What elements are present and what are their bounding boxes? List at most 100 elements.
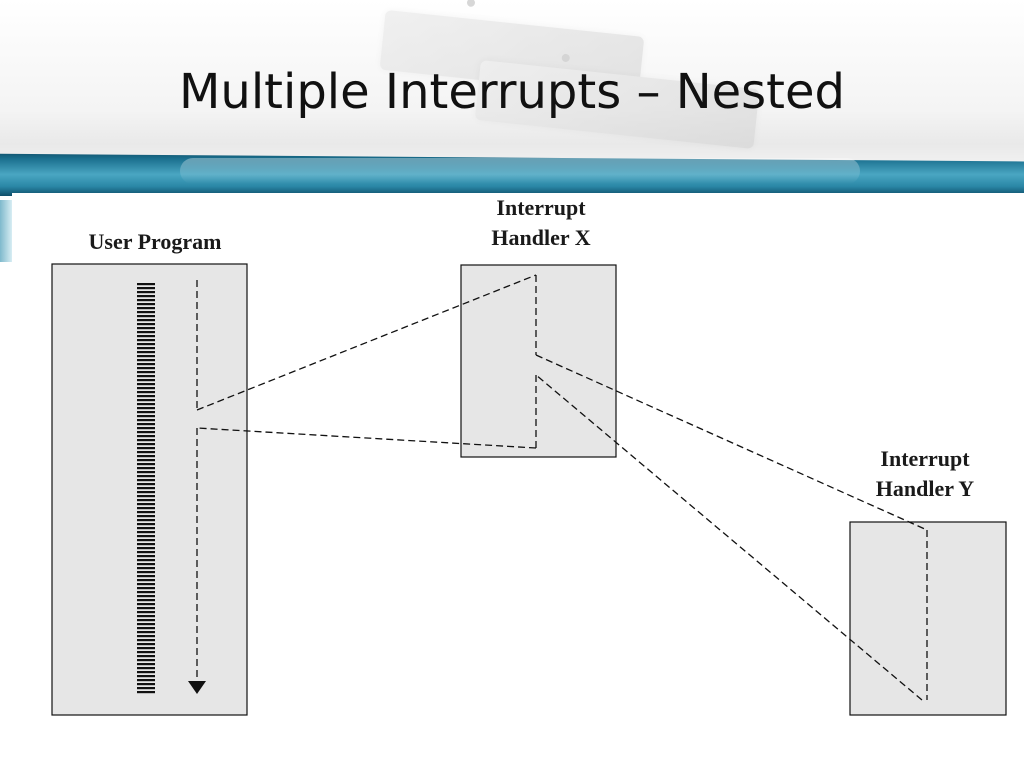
instruction-stripe bbox=[137, 515, 155, 518]
instruction-stripe bbox=[137, 635, 155, 638]
instruction-stripe bbox=[137, 551, 155, 554]
jump-to-handler-y bbox=[535, 354, 928, 531]
instruction-stripe bbox=[137, 351, 155, 354]
instruction-stripe bbox=[137, 555, 155, 558]
instruction-stripe bbox=[137, 583, 155, 586]
instruction-stripe bbox=[137, 383, 155, 386]
page-title: Multiple Interrupts – Nested bbox=[179, 64, 845, 120]
instruction-stripe bbox=[137, 403, 155, 406]
instruction-stripe bbox=[137, 547, 155, 550]
instruction-stripe bbox=[137, 487, 155, 490]
handler-y-label-line1: Interrupt bbox=[880, 446, 970, 471]
instruction-stripe bbox=[137, 687, 155, 690]
instruction-stripe bbox=[137, 439, 155, 442]
instruction-stripe bbox=[137, 503, 155, 506]
instruction-stripe bbox=[137, 447, 155, 450]
instruction-stripe bbox=[137, 423, 155, 426]
instruction-stripe bbox=[137, 499, 155, 502]
instruction-stripe bbox=[137, 491, 155, 494]
instruction-stripe bbox=[137, 623, 155, 626]
instruction-stripe bbox=[137, 523, 155, 526]
instruction-stripe bbox=[137, 631, 155, 634]
instruction-stripe bbox=[137, 663, 155, 666]
instruction-stripe bbox=[137, 371, 155, 374]
instruction-stripe bbox=[137, 407, 155, 410]
instruction-stripe bbox=[137, 539, 155, 542]
instruction-stripe bbox=[137, 343, 155, 346]
instruction-stripe bbox=[137, 295, 155, 298]
instruction-stripe bbox=[137, 683, 155, 686]
handler-x-box bbox=[460, 264, 617, 458]
instruction-stripe bbox=[137, 395, 155, 398]
instruction-stripe bbox=[137, 659, 155, 662]
left-accent bbox=[0, 200, 12, 262]
instruction-stripe bbox=[137, 563, 155, 566]
instruction-stripe bbox=[137, 459, 155, 462]
instruction-stripe bbox=[137, 543, 155, 546]
decorative-band bbox=[0, 153, 1024, 196]
instruction-stripe bbox=[137, 483, 155, 486]
instruction-stripe bbox=[137, 599, 155, 602]
control-flow-paths bbox=[196, 274, 928, 701]
instruction-stripe bbox=[137, 283, 155, 286]
instruction-stripe bbox=[137, 643, 155, 646]
instruction-stripe bbox=[137, 311, 155, 314]
instruction-stripe bbox=[137, 391, 155, 394]
instruction-stripe bbox=[137, 567, 155, 570]
instruction-stripe bbox=[137, 627, 155, 630]
instruction-stripe bbox=[137, 331, 155, 334]
instruction-stripe bbox=[137, 591, 155, 594]
instruction-stripe bbox=[137, 615, 155, 618]
instruction-stripe bbox=[137, 679, 155, 682]
handler-x-label-line1: Interrupt bbox=[496, 195, 586, 220]
handler-y-box bbox=[849, 521, 1007, 716]
user-program-label: User Program bbox=[89, 229, 222, 254]
instruction-stripe bbox=[137, 511, 155, 514]
instruction-stripe bbox=[137, 455, 155, 458]
instruction-stripe bbox=[137, 603, 155, 606]
instruction-stripe bbox=[137, 451, 155, 454]
handler-y-label-line2: Handler Y bbox=[876, 476, 975, 501]
instruction-stripe bbox=[137, 479, 155, 482]
instruction-stripe bbox=[137, 379, 155, 382]
instruction-stripe bbox=[137, 495, 155, 498]
instruction-stripe bbox=[137, 303, 155, 306]
band-highlight bbox=[180, 158, 860, 184]
jump-to-handler-x bbox=[196, 274, 537, 411]
instruction-stripe bbox=[137, 535, 155, 538]
instruction-stripe bbox=[137, 287, 155, 290]
instruction-stripe bbox=[137, 619, 155, 622]
instruction-stripe bbox=[137, 359, 155, 362]
instruction-stripe bbox=[137, 587, 155, 590]
instruction-stripe bbox=[137, 375, 155, 378]
instruction-stripe bbox=[137, 639, 155, 642]
return-to-user bbox=[196, 427, 537, 449]
instruction-stripe bbox=[137, 691, 155, 694]
instruction-stripe bbox=[137, 655, 155, 658]
instruction-stripe bbox=[137, 355, 155, 358]
return-to-handler-x bbox=[535, 374, 923, 701]
instruction-stripe bbox=[137, 367, 155, 370]
instruction-stripe bbox=[137, 579, 155, 582]
instruction-stripe bbox=[137, 299, 155, 302]
instruction-stripes bbox=[137, 283, 155, 694]
instruction-stripe bbox=[137, 463, 155, 466]
instruction-stripe bbox=[137, 575, 155, 578]
instruction-stripe bbox=[137, 363, 155, 366]
instruction-stripe bbox=[137, 315, 155, 318]
handler-x-label-line2: Handler X bbox=[491, 225, 590, 250]
instruction-stripe bbox=[137, 399, 155, 402]
instruction-stripe bbox=[137, 647, 155, 650]
instruction-stripe bbox=[137, 387, 155, 390]
instruction-stripe bbox=[137, 531, 155, 534]
instruction-stripe bbox=[137, 475, 155, 478]
flow-arrowhead bbox=[188, 681, 206, 694]
instruction-stripe bbox=[137, 347, 155, 350]
instruction-stripe bbox=[137, 667, 155, 670]
instruction-stripe bbox=[137, 527, 155, 530]
instruction-stripe bbox=[137, 419, 155, 422]
instruction-stripe bbox=[137, 435, 155, 438]
instruction-stripe bbox=[137, 671, 155, 674]
instruction-stripe bbox=[137, 611, 155, 614]
